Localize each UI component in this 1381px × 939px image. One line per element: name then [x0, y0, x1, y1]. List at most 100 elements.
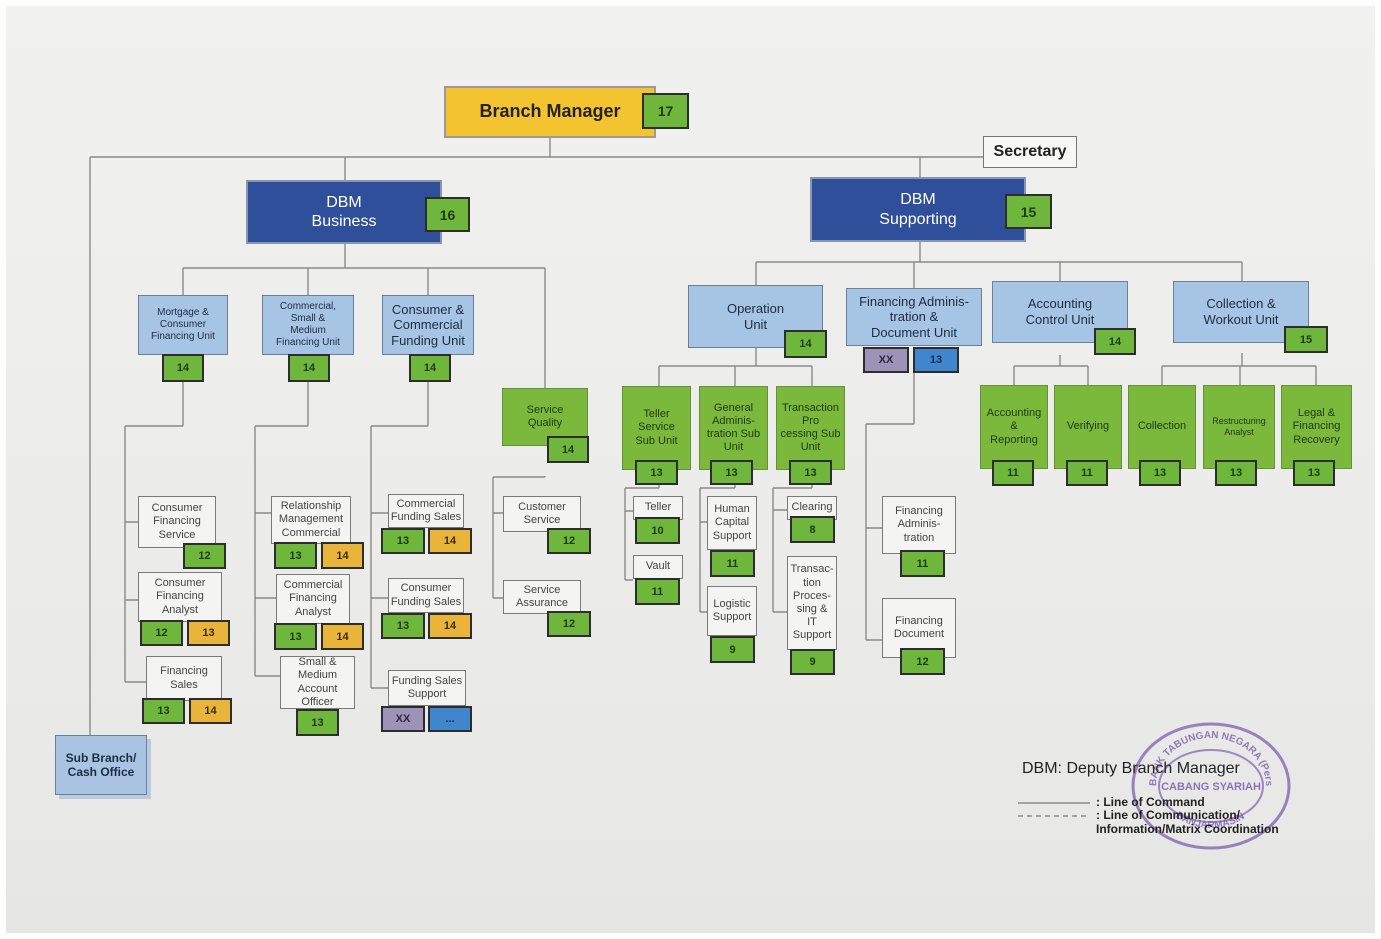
position-label: Financing Document — [893, 614, 945, 640]
position-label: Commercial Funding Sales — [390, 497, 462, 523]
position-grade: 12 — [900, 648, 945, 675]
position-label: Consumer Funding Sales — [390, 582, 462, 608]
position-grade: 13 — [381, 613, 425, 639]
dbm-business-box: DBM Business — [246, 180, 442, 244]
sub-branch-box: Sub Branch/ Cash Office — [55, 735, 147, 795]
subunit-label: General Adminis- tration Sub Unit — [706, 401, 761, 454]
position-grade: 13 — [187, 620, 230, 646]
subunit-grade: 13 — [789, 460, 832, 485]
legend-line-of-command: : Line of Command — [1096, 795, 1205, 809]
position-financing-administration: Financing Adminis- tration — [882, 496, 956, 554]
position-service-assurance: Service Assurance — [503, 580, 581, 614]
position-customer-service: Customer Service — [503, 496, 581, 532]
sub-branch-label: Sub Branch/ Cash Office — [65, 750, 137, 779]
legend-definition: DBM: Deputy Branch Manager — [1022, 760, 1240, 777]
unit-label: Operation Unit — [726, 300, 785, 332]
position-label: Transac- tion Proces- sing & IT Support — [790, 563, 834, 642]
position-grade: 13 — [142, 698, 185, 724]
position-human-capital-support: Human Capital Support — [707, 496, 757, 550]
position-sme-account-officer: Small & Medium Account Officer — [280, 656, 355, 709]
unit-consumer-commercial-funding: Consumer & Commercial Funding Unit — [382, 295, 474, 355]
unit-grade: 14 — [162, 354, 204, 382]
position-logistic-support: Logistic Support — [707, 586, 757, 636]
legend-line-of-communication: : Line of Communication/ Information/Mat… — [1096, 808, 1279, 837]
position-relationship-management-commercial: Relationship Management Commercial — [271, 496, 351, 544]
unit-grade: 14 — [409, 354, 451, 382]
unit-grade: 14 — [547, 436, 589, 463]
position-commercial-financing-analyst: Commercial Financing Analyst — [276, 574, 350, 624]
position-label: Relationship Management Commercial — [278, 500, 344, 539]
position-grade: 12 — [183, 543, 226, 569]
position-grade: 11 — [992, 460, 1034, 486]
unit-grade: 13 — [913, 347, 959, 373]
position-grade: 9 — [710, 636, 755, 663]
unit-grade: 14 — [1094, 328, 1136, 355]
position-grade: 13 — [1215, 460, 1257, 486]
secretary-label: Secretary — [993, 143, 1067, 161]
branch-manager-label: Branch Manager — [479, 101, 621, 122]
unit-label: Collection & Workout Unit — [1203, 296, 1279, 327]
dbm-business-grade: 16 — [425, 197, 470, 232]
position-grade: 9 — [790, 649, 835, 675]
position-grade: 14 — [428, 528, 472, 554]
unit-financing-administration-document: Financing Adminis- tration & Document Un… — [846, 288, 982, 346]
position-grade: 13 — [381, 528, 425, 554]
position-label: Financing Sales — [160, 665, 208, 691]
position-collection: Collection — [1128, 385, 1196, 469]
subunit-teller-service: Teller Service Sub Unit — [622, 386, 691, 470]
position-grade: 14 — [428, 613, 472, 639]
stamp-center-text: CABANG SYARIAH — [1161, 781, 1261, 793]
branch-manager-grade: 17 — [642, 93, 689, 129]
position-consumer-financing-service: Consumer Financing Service — [138, 496, 216, 548]
unit-label: Consumer & Commercial Funding Unit — [391, 301, 465, 348]
position-vault: Vault — [633, 555, 683, 579]
unit-mortgage-consumer-financing: Mortgage & Consumer Financing Unit — [138, 295, 228, 355]
position-teller: Teller — [633, 496, 683, 520]
position-label: Restructuring Analyst — [1212, 416, 1266, 437]
position-grade: 11 — [710, 550, 755, 577]
position-label: Commercial Financing Analyst — [283, 579, 343, 618]
dbm-supporting-grade: 15 — [1005, 194, 1052, 229]
subunit-grade: 13 — [635, 460, 678, 485]
position-verifying: Verifying — [1054, 385, 1122, 469]
position-grade: 13 — [274, 542, 317, 569]
position-label: Accounting & Reporting — [986, 407, 1042, 446]
position-consumer-financing-analyst: Consumer Financing Analyst — [138, 572, 222, 622]
position-grade: 11 — [635, 578, 680, 605]
position-legal-financing-recovery: Legal & Financing Recovery — [1281, 385, 1352, 469]
position-grade: 14 — [321, 623, 364, 650]
position-transaction-processing-it-support: Transac- tion Proces- sing & IT Support — [787, 556, 837, 650]
position-grade: XX — [381, 706, 425, 732]
dbm-supporting-box: DBM Supporting — [810, 177, 1026, 242]
unit-grade: XX — [863, 347, 909, 373]
subunit-general-administration: General Adminis- tration Sub Unit — [699, 386, 768, 470]
secretary-box: Secretary — [983, 136, 1077, 168]
position-funding-sales-support: Funding Sales Support — [388, 670, 466, 706]
position-label: Human Capital Support — [712, 503, 752, 542]
subunit-transaction-processing: Transaction Pro cessing Sub Unit — [776, 386, 845, 470]
position-label: Service Assurance — [516, 583, 568, 609]
position-accounting-reporting: Accounting & Reporting — [980, 385, 1048, 469]
unit-label: Accounting Control Unit — [1025, 296, 1095, 327]
position-grade: 8 — [790, 516, 835, 543]
position-grade: 11 — [900, 550, 945, 577]
position-grade: 13 — [274, 623, 317, 650]
unit-label: Service Quality — [526, 403, 564, 429]
position-grade: 12 — [547, 611, 591, 637]
position-grade: 12 — [140, 620, 183, 646]
position-grade: 14 — [321, 542, 364, 569]
unit-label: Financing Adminis- tration & Document Un… — [859, 293, 969, 340]
unit-commercial-sme-financing: Commercial, Small & Medium Financing Uni… — [262, 295, 354, 355]
position-commercial-funding-sales: Commercial Funding Sales — [388, 494, 464, 528]
position-label: Teller — [644, 501, 672, 514]
position-label: Logistic Support — [712, 597, 752, 623]
position-label: Vault — [645, 560, 671, 573]
unit-label: Mortgage & Consumer Financing Unit — [151, 307, 215, 342]
position-label: Funding Sales Support — [391, 674, 463, 700]
branch-manager-box: Branch Manager — [444, 86, 656, 138]
position-grade: 14 — [189, 698, 232, 724]
position-grade: ... — [428, 706, 472, 732]
position-grade: 12 — [547, 528, 591, 554]
dbm-business-label: DBM Business — [311, 193, 377, 230]
